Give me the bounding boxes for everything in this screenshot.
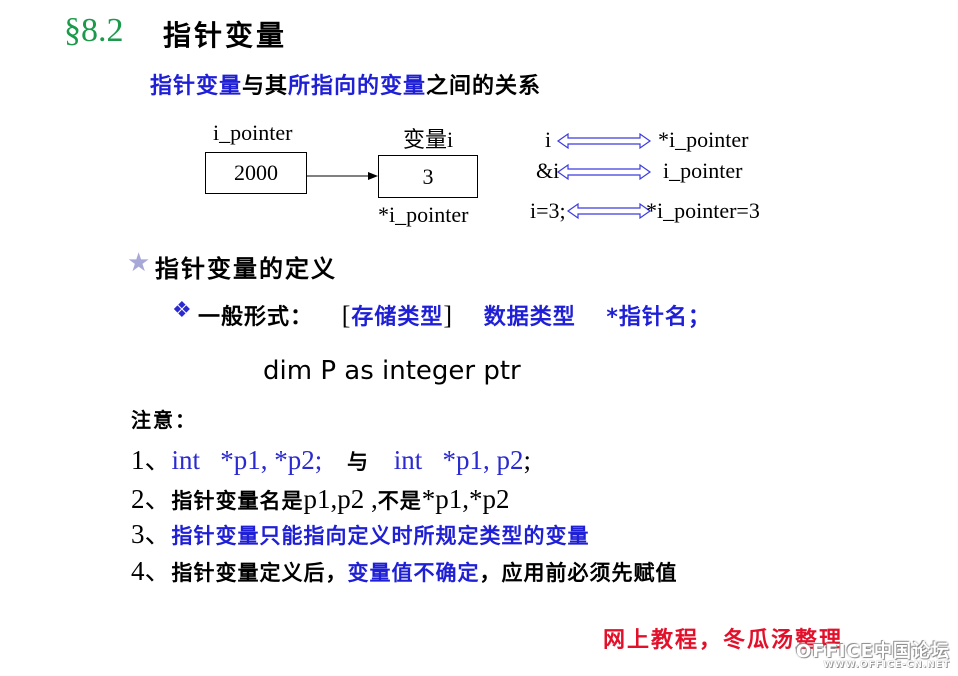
- note-2-text-d: *p1,*p2: [421, 484, 510, 514]
- relation-arrow-1: [556, 132, 652, 150]
- relation-arrow-3: [566, 202, 652, 220]
- note-item-1: 1、int *p1, *p2; 与 int *p1, p2;: [131, 438, 531, 477]
- notes-title: 注意：: [131, 408, 197, 432]
- note-1-code-b: int *p1, p2: [393, 445, 524, 475]
- note-3-text: 指针变量只能指向定义时所规定类型的变量: [171, 524, 590, 548]
- watermark-top: OFFICE中国论坛: [795, 641, 950, 662]
- general-form: 一般形式： [存储类型] 数据类型 *指针名；: [198, 299, 711, 331]
- note-2-text-b: p1,p2 ,: [303, 484, 378, 514]
- relation-1-left: i: [545, 127, 552, 152]
- note-2-text-c: 不是: [377, 489, 422, 513]
- note-2-text-a: 指针变量名是: [171, 489, 304, 513]
- note-item-2: 2、指针变量名是p1,p2 ,不是*p1,*p2: [131, 477, 510, 516]
- relation-1-right: *i_pointer: [658, 127, 749, 152]
- relation-2-right: i_pointer: [663, 158, 743, 183]
- subtitle-part-2: 与其: [242, 74, 289, 99]
- watermark-bottom: WWW.OFFICE-CN.NET: [823, 660, 950, 670]
- pointer-value: 2000: [234, 160, 278, 185]
- open-bracket: [: [341, 301, 352, 330]
- note-3-number: 3、: [131, 519, 172, 549]
- general-form-label: 一般形式：: [198, 305, 314, 330]
- page-title: 指针变量: [163, 19, 288, 52]
- var-value: 3: [422, 163, 434, 189]
- note-4-number: 4、: [131, 556, 172, 586]
- note-2-number: 2、: [131, 484, 172, 514]
- definition-title: 指针变量的定义: [155, 255, 337, 283]
- note-4-text-b: 变量值不确定: [347, 561, 480, 585]
- relation-3-right: *i_pointer=3: [646, 198, 760, 223]
- relation-arrow-2: [556, 163, 652, 181]
- watermark: OFFICE中国论坛 WWW.OFFICE-CN.NET: [796, 643, 950, 670]
- subtitle-part-1: 指针变量: [150, 74, 243, 99]
- asterisk: *: [606, 305, 619, 330]
- note-1-semicolon: ;: [523, 445, 532, 475]
- subtitle-part-3: 所指向的变量: [288, 74, 427, 99]
- note-1-and: 与: [347, 450, 370, 474]
- pointer-arrow-head: [368, 172, 378, 180]
- pointer-label: i_pointer: [213, 120, 293, 145]
- relation-2-left: &i: [536, 158, 560, 183]
- code-example: dim P as integer ptr: [263, 356, 521, 386]
- diamond-bullet-icon: ❖: [172, 298, 192, 323]
- data-type: 数据类型: [483, 305, 576, 330]
- var-box: 3: [378, 155, 478, 198]
- relation-3-left: i=3;: [530, 198, 566, 223]
- pointer-box: 2000: [205, 152, 307, 194]
- var-label: 变量i: [403, 127, 454, 152]
- subtitle-part-4: 之间的关系: [426, 74, 542, 99]
- deref-label: *i_pointer: [378, 202, 469, 227]
- pointer-name: 指针名；: [618, 305, 711, 330]
- storage-class: 存储类型: [351, 305, 444, 330]
- note-4-text-c: ，应用前必须先赋值: [479, 561, 678, 585]
- star-icon: ★: [127, 248, 151, 278]
- subtitle: 指针变量与其所指向的变量之间的关系: [150, 68, 541, 100]
- note-4-text-a: 指针变量定义后，: [171, 561, 348, 585]
- close-bracket: ]: [443, 301, 454, 330]
- note-item-3: 3、指针变量只能指向定义时所规定类型的变量: [131, 512, 590, 551]
- section-number: §8.2: [64, 12, 124, 49]
- note-1-number: 1、: [131, 445, 172, 475]
- note-item-4: 4、指针变量定义后，变量值不确定，应用前必须先赋值: [131, 549, 678, 588]
- footer-credit: 网上教程，冬瓜汤整理: [603, 628, 844, 653]
- note-1-code-a: int *p1, *p2;: [171, 445, 323, 475]
